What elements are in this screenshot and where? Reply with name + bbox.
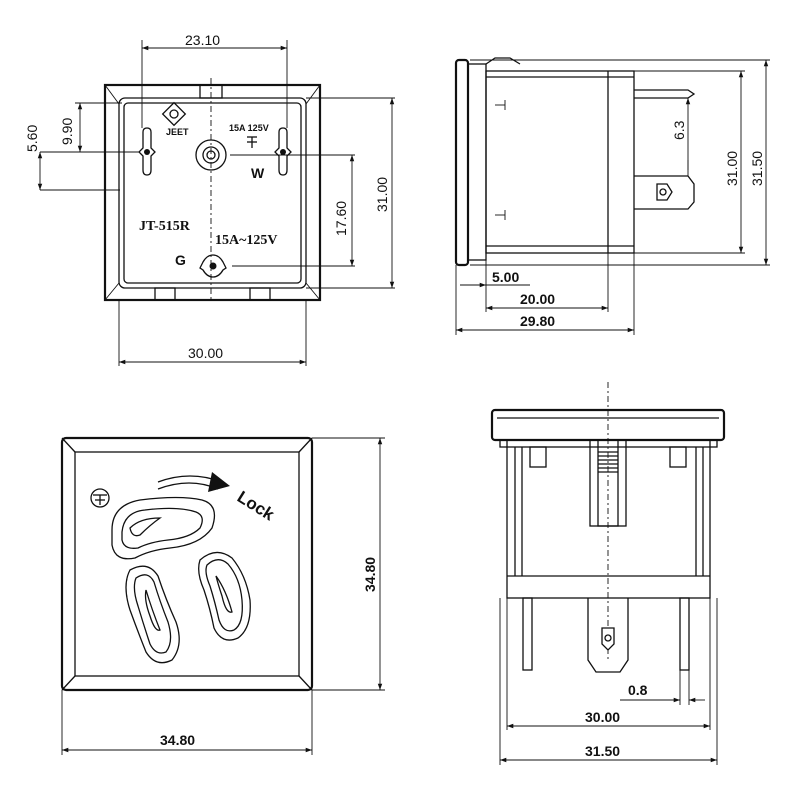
dim-bottom-width: 30.00	[188, 345, 223, 361]
dim-left-lower: 5.60	[24, 125, 40, 152]
model-label: JT-515R	[139, 219, 191, 234]
dim-face-width: 34.80	[160, 732, 195, 748]
front-inner-face	[123, 102, 302, 284]
front-bottom-clip-right	[249, 287, 271, 301]
dim-pin-thickness: 0.8	[628, 682, 648, 698]
ground-symbol-icon	[90, 488, 110, 508]
side-blade	[634, 175, 695, 210]
side-flange-step	[467, 63, 487, 261]
face-view: Lock 34.80 34.80	[60, 436, 385, 755]
front-bottom-clip-left	[154, 287, 176, 301]
face-slot-left	[125, 565, 180, 664]
dim-body-depth: 20.00	[520, 291, 555, 307]
dim-right-outer: 31.00	[374, 177, 390, 212]
dim-bottom-inner-width: 30.00	[585, 709, 620, 725]
rating-large-label: 15A~125V	[215, 233, 278, 248]
bottom-view: 0.8 30.00 31.50	[490, 382, 726, 765]
certification-logo-icon	[161, 101, 187, 127]
dim-left-upper: 9.90	[59, 118, 75, 145]
bottom-pin-left	[522, 597, 533, 671]
brand-label: JEET	[166, 127, 189, 137]
rotate-arrow-icon	[157, 472, 230, 492]
white-terminal-label: W	[251, 165, 265, 181]
bottom-pin-right	[679, 597, 690, 671]
dim-total-depth: 29.80	[520, 313, 555, 329]
side-blade-hole	[656, 183, 673, 201]
side-flange	[454, 58, 470, 267]
face-slot-right	[198, 551, 251, 641]
dim-right-inner: 17.60	[333, 201, 349, 236]
dim-face-height: 34.80	[362, 557, 378, 592]
bottom-blade	[587, 598, 629, 673]
rating-small-label: 15A 125V	[229, 123, 269, 133]
dim-top-width: 23.10	[185, 32, 220, 48]
side-view: 6.3 31.00 31.50 5.00 20.00 29.80	[454, 57, 770, 335]
dim-side-height-inner: 31.00	[724, 151, 740, 186]
dim-side-height-outer: 31.50	[749, 151, 765, 186]
side-pin-top	[634, 89, 696, 99]
ground-terminal-label: G	[175, 252, 186, 268]
dim-pin-height: 6.3	[671, 120, 687, 140]
dim-flange: 5.00	[492, 269, 519, 285]
ground-mark-icon	[247, 136, 257, 148]
lock-label: Lock	[234, 487, 278, 524]
side-body	[485, 70, 635, 254]
front-view: JEET 15A 125V W JT-515R 15A~125V G 23.10…	[24, 32, 395, 366]
face-outer-frame	[60, 436, 314, 692]
face-slot-top	[111, 496, 216, 560]
face-inner-frame	[74, 451, 300, 677]
dim-bottom-outer-width: 31.50	[585, 743, 620, 759]
